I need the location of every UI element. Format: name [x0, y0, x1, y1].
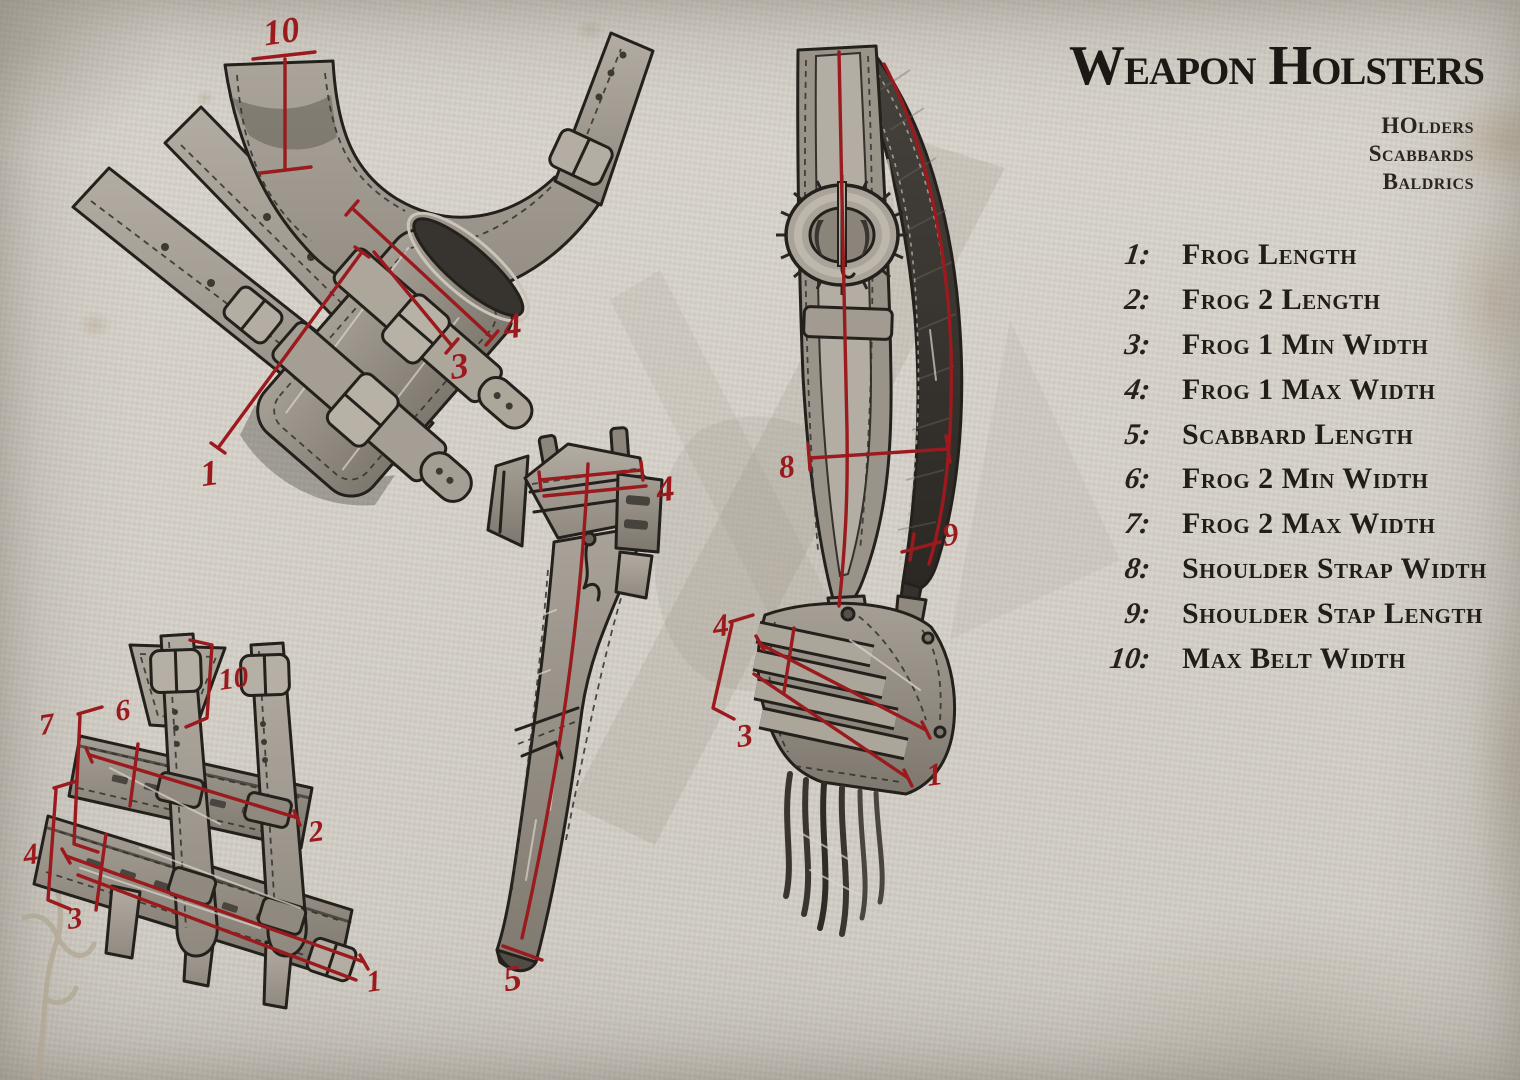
- annotation-double-7: 7: [37, 707, 57, 742]
- legend-item-9: 9: Shoulder Stap Length: [1088, 591, 1487, 636]
- frog1-annotations: 10 4 3 1: [198, 9, 524, 494]
- legend-number: 1:: [1122, 238, 1153, 272]
- frog1-body-yoke: [223, 31, 655, 302]
- legend-label: Shoulder Stap Length: [1182, 596, 1483, 630]
- legend-label: Scabbard Length: [1182, 417, 1414, 451]
- annotation-frog1-1: 1: [198, 452, 221, 494]
- measurement-legend: 1: Frog Length 2: Frog 2 Length 3: Frog …: [1088, 233, 1487, 681]
- annotation-frog1-10: 10: [261, 9, 302, 54]
- legend-label: Frog 2 Max Width: [1182, 507, 1436, 541]
- legend-item-2: 2: Frog 2 Length: [1088, 278, 1487, 323]
- annotation-double-3: 3: [64, 901, 84, 936]
- annotation-double-6: 6: [113, 693, 132, 728]
- annotation-baldric-8: 8: [776, 447, 797, 485]
- drawing-baldric: 8 9 4 3 1: [709, 44, 964, 937]
- strap-buckle: [222, 285, 284, 345]
- legend-label: Frog 1 Min Width: [1182, 327, 1429, 361]
- annotation-scabbard-5: 5: [501, 957, 524, 999]
- legend-number: 5:: [1122, 417, 1153, 451]
- legend-label: Frog 1 Max Width: [1182, 372, 1436, 406]
- annotation-baldric-3: 3: [733, 716, 755, 754]
- legend-item-1: 1: Frog Length: [1088, 233, 1487, 278]
- legend-number: 10:: [1107, 641, 1153, 675]
- legend-number: 2:: [1122, 283, 1153, 317]
- double-frog-annotations: 10 7 6 2 4 3 1: [20, 638, 384, 999]
- subtitle-holders: HOlders: [1381, 113, 1474, 138]
- baldric-fringes: [783, 771, 885, 937]
- subtitle-list: HOlders Scabbards Baldrics: [1369, 112, 1474, 196]
- annotation-double-10: 10: [216, 660, 250, 697]
- legend-item-10: 10: Max Belt Width: [1088, 636, 1487, 681]
- legend-item-3: 3: Frog 1 Min Width: [1088, 323, 1487, 368]
- drawing-frog-holster: 10 4 3 1: [71, 9, 655, 506]
- legend-label: Frog 2 Length: [1182, 283, 1381, 317]
- annotation-baldric-1: 1: [924, 755, 945, 793]
- scabbard-body: [495, 524, 648, 973]
- legend-number: 6:: [1122, 462, 1153, 496]
- legend-number: 4:: [1122, 372, 1153, 406]
- strap-buckle: [239, 652, 291, 698]
- legend-number: 7:: [1122, 507, 1153, 541]
- subtitle-scabbards: Scabbards: [1368, 141, 1474, 166]
- annotation-double-4: 4: [20, 837, 40, 872]
- strap-buckle: [149, 647, 203, 695]
- legend-number: 8:: [1122, 551, 1153, 585]
- legend-label: Frog Length: [1182, 238, 1358, 272]
- legend-label: Shoulder Strap Width: [1182, 551, 1487, 585]
- legend-item-7: 7: Frog 2 Max Width: [1088, 502, 1487, 547]
- legend-label: Frog 2 Min Width: [1182, 462, 1429, 496]
- drawing-double-frog: 10 7 6 2 4 3 1: [20, 632, 384, 1010]
- annotation-baldric-9: 9: [940, 515, 961, 553]
- annotation-double-1: 1: [364, 964, 383, 999]
- legend-item-8: 8: Shoulder Strap Width: [1088, 547, 1487, 592]
- drawing-scabbard: 5 4: [486, 426, 677, 999]
- annotation-baldric-4: 4: [709, 606, 731, 644]
- legend-number: 3:: [1122, 327, 1153, 361]
- scabbard-annotations: 5 4: [501, 460, 677, 999]
- strap-buckle: [305, 936, 358, 983]
- subtitle-baldrics: Baldrics: [1382, 169, 1474, 194]
- legend-label: Max Belt Width: [1182, 641, 1406, 675]
- strap-buckle: [548, 128, 614, 186]
- annotation-double-2: 2: [305, 814, 325, 849]
- page-title: Weapon Holsters: [1069, 35, 1485, 97]
- baldric-annotations: 8 9 4 3 1: [709, 50, 961, 793]
- legend-item-6: 6: Frog 2 Min Width: [1088, 457, 1487, 502]
- legend-item-5: 5: Scabbard Length: [1088, 412, 1487, 457]
- legend-number: 9:: [1122, 596, 1153, 630]
- legend-item-4: 4: Frog 1 Max Width: [1088, 367, 1487, 412]
